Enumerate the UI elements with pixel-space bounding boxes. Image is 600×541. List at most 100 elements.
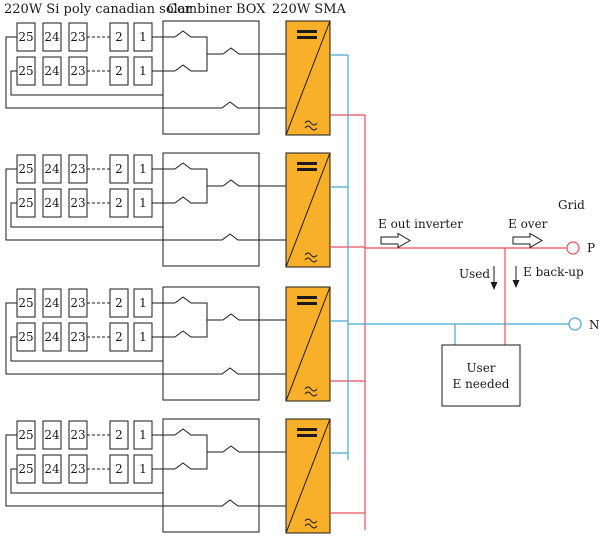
- combiner-join: [199, 302, 223, 338]
- dc-symbol-icon: [297, 302, 317, 305]
- return-breaker-icon: [210, 233, 286, 241]
- solar-panel: [42, 22, 62, 52]
- ac-symbol-icon: [304, 252, 318, 263]
- dc-symbol-icon: [297, 434, 317, 437]
- dc-symbol-icon: [297, 30, 317, 33]
- solar-panel-label: 25: [18, 462, 33, 476]
- combiner-box: [162, 286, 286, 401]
- string-loop-inner: [10, 336, 163, 362]
- solar-panel-label: 25: [18, 330, 33, 344]
- combiner-frame: [162, 20, 260, 135]
- string-loop-inner: [10, 202, 163, 228]
- fuse-icon: [174, 296, 199, 304]
- solar-panel-label: 24: [44, 296, 60, 310]
- solar-panel-label: 1: [139, 330, 147, 344]
- used-label: Used: [459, 267, 490, 281]
- p-terminal: [566, 241, 580, 255]
- solar-panel-label: 1: [139, 462, 147, 476]
- fuse-icon: [174, 428, 199, 436]
- solar-panel-label: 1: [139, 30, 147, 44]
- breaker-icon: [222, 179, 286, 187]
- fuse-icon: [174, 30, 199, 38]
- solar-panel-label: 25: [18, 428, 33, 442]
- e-backup-label: E back-up: [523, 265, 584, 279]
- header-combiner: Combiner BOX: [167, 2, 266, 17]
- user-box: [441, 344, 521, 407]
- return-breaker-icon: [210, 499, 286, 507]
- solar-panel-label: 24: [44, 330, 60, 344]
- dc-symbol-icon: [297, 36, 317, 39]
- header-inverter: 220W SMA: [272, 2, 347, 17]
- header-solar: 220W Si poly canadian solar: [4, 2, 193, 17]
- solar-string: 25 24 23 2 1: [16, 288, 175, 318]
- e-backup-arrow-icon: [512, 280, 520, 288]
- solar-panel-label: 2: [115, 64, 123, 78]
- solar-panel-label: 23: [70, 330, 85, 344]
- string-loop-outer: [5, 434, 210, 507]
- solar-string: 25 24 23 2 1: [16, 322, 175, 352]
- combiner-frame: [162, 152, 260, 267]
- solar-panel-label: 23: [70, 296, 85, 310]
- solar-panel-label: 23: [70, 428, 85, 442]
- solar-panel-label: 2: [115, 196, 123, 210]
- solar-panel-label: 2: [115, 30, 123, 44]
- solar-panel-label: 2: [115, 162, 123, 176]
- p-label: P: [587, 241, 595, 255]
- solar-panel: [42, 56, 62, 86]
- solar-panel-label: 23: [70, 162, 85, 176]
- e-over-label: E over: [508, 217, 548, 231]
- solar-panel: [42, 154, 62, 184]
- solar-panel-label: 1: [139, 428, 147, 442]
- e-out-inverter-label: E out inverter: [378, 217, 463, 231]
- solar-panel-label: 25: [18, 296, 33, 310]
- string-loop-inner: [10, 468, 163, 494]
- solar-panel-label: 24: [44, 64, 60, 78]
- fuse-icon: [174, 330, 199, 338]
- solar-panel: [42, 288, 62, 318]
- dc-symbol-icon: [297, 296, 317, 299]
- combiner-box: [162, 418, 286, 533]
- fuse-icon: [174, 64, 199, 72]
- solar-panel-label: 23: [70, 64, 85, 78]
- used-arrow-icon: [490, 282, 498, 290]
- grid-label: Grid: [558, 198, 585, 212]
- solar-panel-label: 24: [44, 30, 60, 44]
- fuse-icon: [174, 462, 199, 470]
- solar-panel-label: 23: [70, 30, 85, 44]
- return-breaker-icon: [210, 367, 286, 375]
- fuse-icon: [174, 162, 199, 170]
- combiner-join: [199, 168, 223, 204]
- solar-panel-label: 24: [44, 162, 60, 176]
- solar-panel: [42, 322, 62, 352]
- combiner-join: [199, 434, 223, 470]
- inverter-diagonal: [285, 152, 331, 268]
- solar-panel-label: 2: [115, 296, 123, 310]
- solar-panel-label: 2: [115, 330, 123, 344]
- fuse-icon: [174, 196, 199, 204]
- solar-panel-label: 1: [139, 296, 147, 310]
- breaker-icon: [222, 47, 286, 55]
- solar-panel-label: 25: [18, 30, 33, 44]
- solar-panel-label: 25: [18, 64, 33, 78]
- inverter-diagonal: [285, 20, 331, 136]
- solar-panel: [42, 454, 62, 484]
- ac-bus: [347, 55, 569, 530]
- dc-symbol-icon: [297, 162, 317, 165]
- solar-panel-label: 24: [44, 196, 60, 210]
- solar-panel-label: 24: [44, 428, 60, 442]
- inverter-diagonal: [285, 418, 331, 534]
- inverter-diagonal: [285, 286, 331, 402]
- dc-symbol-icon: [297, 168, 317, 171]
- user-label: User: [466, 361, 495, 375]
- solar-panel-label: 25: [18, 196, 33, 210]
- ac-symbol-icon: [304, 386, 318, 397]
- solar-panel: [42, 420, 62, 450]
- pv-groups: 25 24 23 2 1 25 24 23 2 1 25 24 23 2 1 25 24 23 2 1 25 24 23 2 1…: [5, 20, 365, 534]
